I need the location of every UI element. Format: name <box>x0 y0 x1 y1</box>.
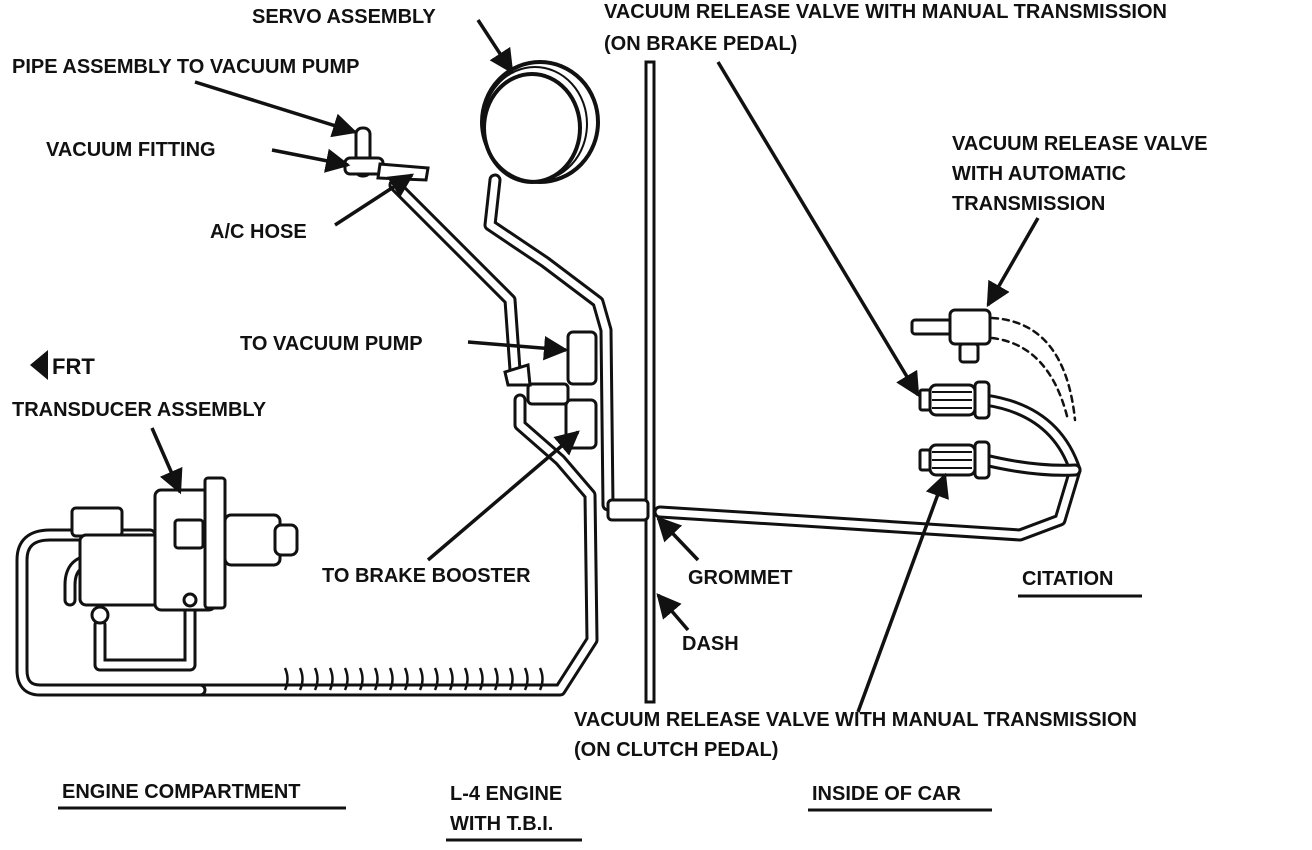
section-inside-of-car: INSIDE OF CAR <box>812 783 961 805</box>
label-servo-assembly: SERVO ASSEMBLY <box>252 6 436 28</box>
label-frt: FRT <box>52 354 95 379</box>
transducer-assembly <box>70 476 299 625</box>
label-transducer-assembly: TRANSDUCER ASSEMBLY <box>12 399 267 421</box>
coiled-hose-section <box>283 667 544 691</box>
release-valve-automatic <box>910 308 992 364</box>
release-valve-brake <box>918 380 991 420</box>
vacuum-fitting <box>343 126 430 182</box>
label-vacuum-fitting: VACUUM FITTING <box>46 139 216 161</box>
label-vrv-auto-line3: TRANSMISSION <box>952 193 1105 215</box>
vacuum-hoses <box>15 173 1082 697</box>
callout-labels: SERVO ASSEMBLY PIPE ASSEMBLY TO VACUUM P… <box>12 1 1208 761</box>
label-pipe-assembly: PIPE ASSEMBLY TO VACUUM PUMP <box>12 56 359 78</box>
label-vrv-clutch-line2: (ON CLUTCH PEDAL) <box>574 739 778 761</box>
label-vrv-auto-line1: VACUUM RELEASE VALVE <box>952 133 1208 155</box>
release-valve-clutch <box>918 440 991 480</box>
section-engine-line2: WITH T.B.I. <box>450 813 553 835</box>
label-grommet: GROMMET <box>688 567 792 589</box>
leader-arrows <box>150 19 1040 713</box>
front-arrow-icon <box>30 350 48 380</box>
label-ac-hose: A/C HOSE <box>210 221 307 243</box>
label-vrv-brake-line2: (ON BRAKE PEDAL) <box>604 33 797 55</box>
servo-assembly <box>480 60 600 184</box>
label-vrv-clutch-line1: VACUUM RELEASE VALVE WITH MANUAL TRANSMI… <box>574 709 1137 731</box>
section-headings: ENGINE COMPARTMENT L-4 ENGINE WITH T.B.I… <box>58 781 992 842</box>
label-vrv-auto-line2: WITH AUTOMATIC <box>952 163 1126 185</box>
label-to-vacuum-pump: TO VACUUM PUMP <box>240 333 423 355</box>
dash-panel <box>644 60 656 704</box>
section-engine-line1: L-4 ENGINE <box>450 783 562 805</box>
section-engine-compartment: ENGINE COMPARTMENT <box>62 781 301 803</box>
label-to-brake-booster: TO BRAKE BOOSTER <box>322 565 531 587</box>
label-dash: DASH <box>682 633 739 655</box>
label-citation: CITATION <box>1022 568 1113 590</box>
label-vrv-brake-line1: VACUUM RELEASE VALVE WITH MANUAL TRANSMI… <box>604 1 1167 23</box>
